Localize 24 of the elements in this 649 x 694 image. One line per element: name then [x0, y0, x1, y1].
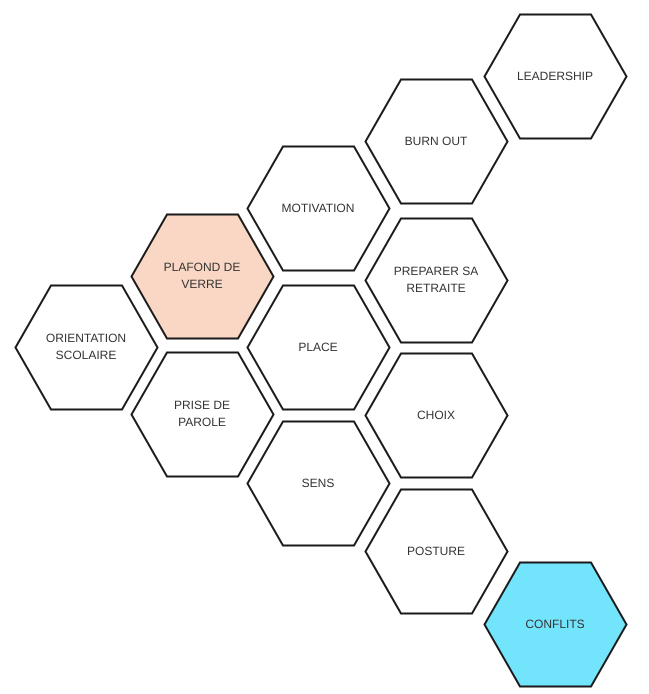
hexagon-label: POSTURE	[406, 542, 466, 560]
hexagon	[482, 560, 628, 688]
hexagon	[364, 78, 508, 204]
hexagon-label: CHOIX	[416, 406, 456, 424]
hexagon-label: LEADERSHIP	[516, 68, 594, 84]
hexagon-label: PRISE DE PAROLE	[172, 397, 231, 431]
hexagon	[14, 284, 158, 410]
hexagon	[246, 144, 390, 272]
hexagon	[364, 352, 508, 478]
hexagon-label: ORIENTATION SCOLAIRE	[44, 330, 128, 364]
hexagon	[130, 350, 274, 478]
hexagon	[364, 216, 508, 344]
hexagon-label: MOTIVATION	[280, 200, 356, 216]
hexagon	[246, 420, 390, 546]
hexagon	[130, 212, 274, 340]
hexagon-label: SENS	[300, 474, 336, 492]
hexagon-label: PLACE	[297, 338, 339, 356]
hexagon	[364, 488, 508, 614]
hexagon-label: PREPARER SA RETRAITE	[394, 263, 478, 297]
hexagon-label: CONFLITS	[524, 616, 586, 632]
hexagon-label: BURN OUT	[404, 132, 468, 150]
hexagon	[246, 284, 390, 410]
hexagon-label: PLAFOND DE VERRE	[162, 259, 242, 293]
hexagon	[482, 12, 628, 140]
